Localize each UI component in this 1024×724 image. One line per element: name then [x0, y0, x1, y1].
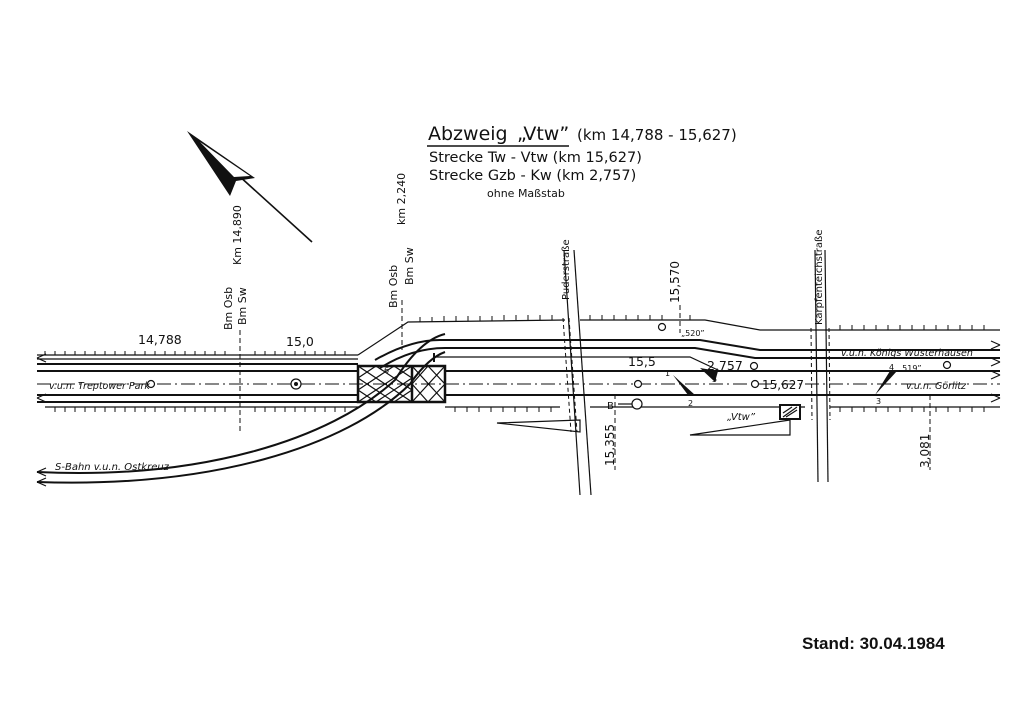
- switch-3: 3: [876, 397, 881, 406]
- dest-goerlitz: v.u.n. Görlitz: [906, 381, 967, 392]
- dest-treptower-park: v.u.n. Treptower Park: [49, 381, 150, 392]
- signal-icon: [657, 322, 667, 332]
- km-519: „519”: [898, 364, 922, 373]
- left-marker-sw: Bm Sw: [236, 287, 249, 325]
- signal-icon: [749, 361, 759, 371]
- switch-labels: 1 2 3 4 5 6 „520” „519” B „Vtw”: [384, 329, 922, 423]
- left-marker-osb: Bm Osb: [222, 287, 235, 330]
- title-main: Abzweig: [428, 123, 508, 145]
- switch-4: 4: [889, 363, 894, 372]
- left-km-14890: Km 14,890: [231, 205, 244, 265]
- street-puderstrasse: Puderstraße: [561, 239, 572, 300]
- signal-b-icon: [631, 398, 643, 410]
- title-line2: Strecke Tw - Vtw (km 15,627): [429, 150, 642, 166]
- track-destinations: v.u.n. Treptower Park S-Bahn v.u.n. Ostk…: [49, 348, 973, 473]
- km-15-5: 15,5: [628, 354, 656, 369]
- signal-icon: [146, 379, 156, 389]
- switch-2: 2: [688, 399, 693, 408]
- title-range: (km 14,788 - 15,627): [577, 126, 737, 144]
- flyover-bridge: [356, 364, 447, 404]
- km-15570: 15,570: [668, 261, 682, 303]
- signal-icon: [633, 379, 643, 389]
- title-name: „Vtw”: [517, 123, 569, 145]
- km-520: „520”: [681, 329, 705, 338]
- km-15-0: 15,0: [286, 334, 314, 349]
- station-label: „Vtw”: [727, 412, 756, 423]
- km-15355: 15,355: [603, 424, 617, 466]
- signal-b-label: B: [607, 401, 614, 412]
- mid-km-2240: km 2,240: [395, 173, 408, 225]
- km-15627: 15,627: [762, 378, 804, 392]
- switch-symbols: [146, 322, 952, 420]
- vertical-labels: Bm Osb Bm Sw Km 14,890 Bm Osb Bm Sw km 2…: [222, 173, 825, 330]
- km-text: 14,788 15,0 15,5 2,757 15,627 15,570 15,…: [138, 261, 932, 468]
- km-markers: [239, 300, 931, 470]
- switch-1: 1: [665, 369, 670, 378]
- km-14788: 14,788: [138, 332, 182, 347]
- north-arrow-icon: [187, 131, 313, 243]
- dest-koenigs-wusterhausen: v.u.n. Königs Wusterhausen: [841, 348, 973, 359]
- switch-5: 5: [712, 375, 717, 384]
- main-tracks: [36, 339, 1001, 436]
- street-karpfenteichstrasse: Karpfenteichstraße: [814, 230, 825, 326]
- sbahn-curve: [36, 333, 446, 487]
- mid-marker-sw: Bm Sw: [403, 247, 416, 285]
- switch-6: 6: [384, 366, 389, 375]
- signal-icon: [750, 379, 760, 389]
- km-2757: 2,757: [707, 358, 743, 373]
- street-crossings: [562, 249, 831, 496]
- scale-note: ohne Maßstab: [487, 187, 565, 200]
- title-line3: Strecke Gzb - Kw (km 2,757): [429, 168, 636, 184]
- mid-marker-osb: Bm Osb: [387, 265, 400, 308]
- signal-icon: [942, 360, 952, 370]
- title-block: Abzweig „Vtw” (km 14,788 - 15,627) Strec…: [427, 123, 737, 200]
- km-3081: 3,081: [918, 434, 932, 468]
- dest-sbahn-ostkreuz: S-Bahn v.u.n. Ostkreuz: [55, 462, 170, 473]
- embankment-upper-left: [37, 315, 1000, 360]
- stand-date: Stand: 30.04.1984: [802, 634, 945, 653]
- signal-icon: [294, 382, 298, 386]
